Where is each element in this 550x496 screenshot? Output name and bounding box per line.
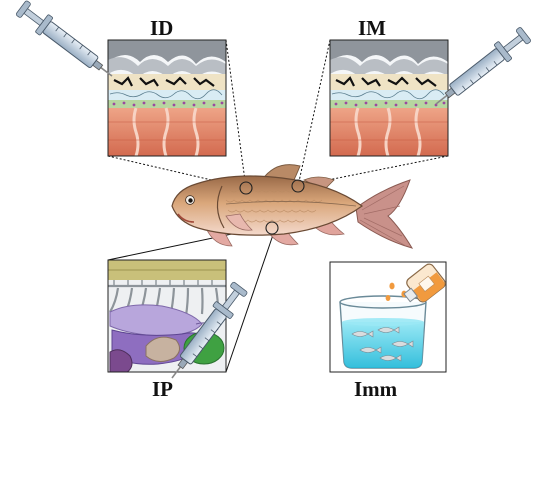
im-tissue-inset (330, 40, 448, 156)
bottle-icon (403, 263, 446, 303)
id-inset-frame (107, 39, 227, 157)
label-id: ID (150, 16, 174, 40)
fish-icon (171, 164, 414, 249)
connector-lines (107, 39, 449, 189)
id-tissue-inset (108, 40, 226, 156)
syringe-icon (13, 0, 120, 86)
label-ip: IP (152, 377, 173, 401)
injection-sites (239, 179, 305, 235)
label-imm: Imm (354, 377, 398, 401)
label-im: IM (358, 16, 386, 40)
im-inset-frame (329, 39, 449, 157)
beaker-icon (339, 295, 427, 369)
imm-immersion-inset (329, 261, 447, 373)
ip-anatomy-inset (108, 260, 226, 372)
